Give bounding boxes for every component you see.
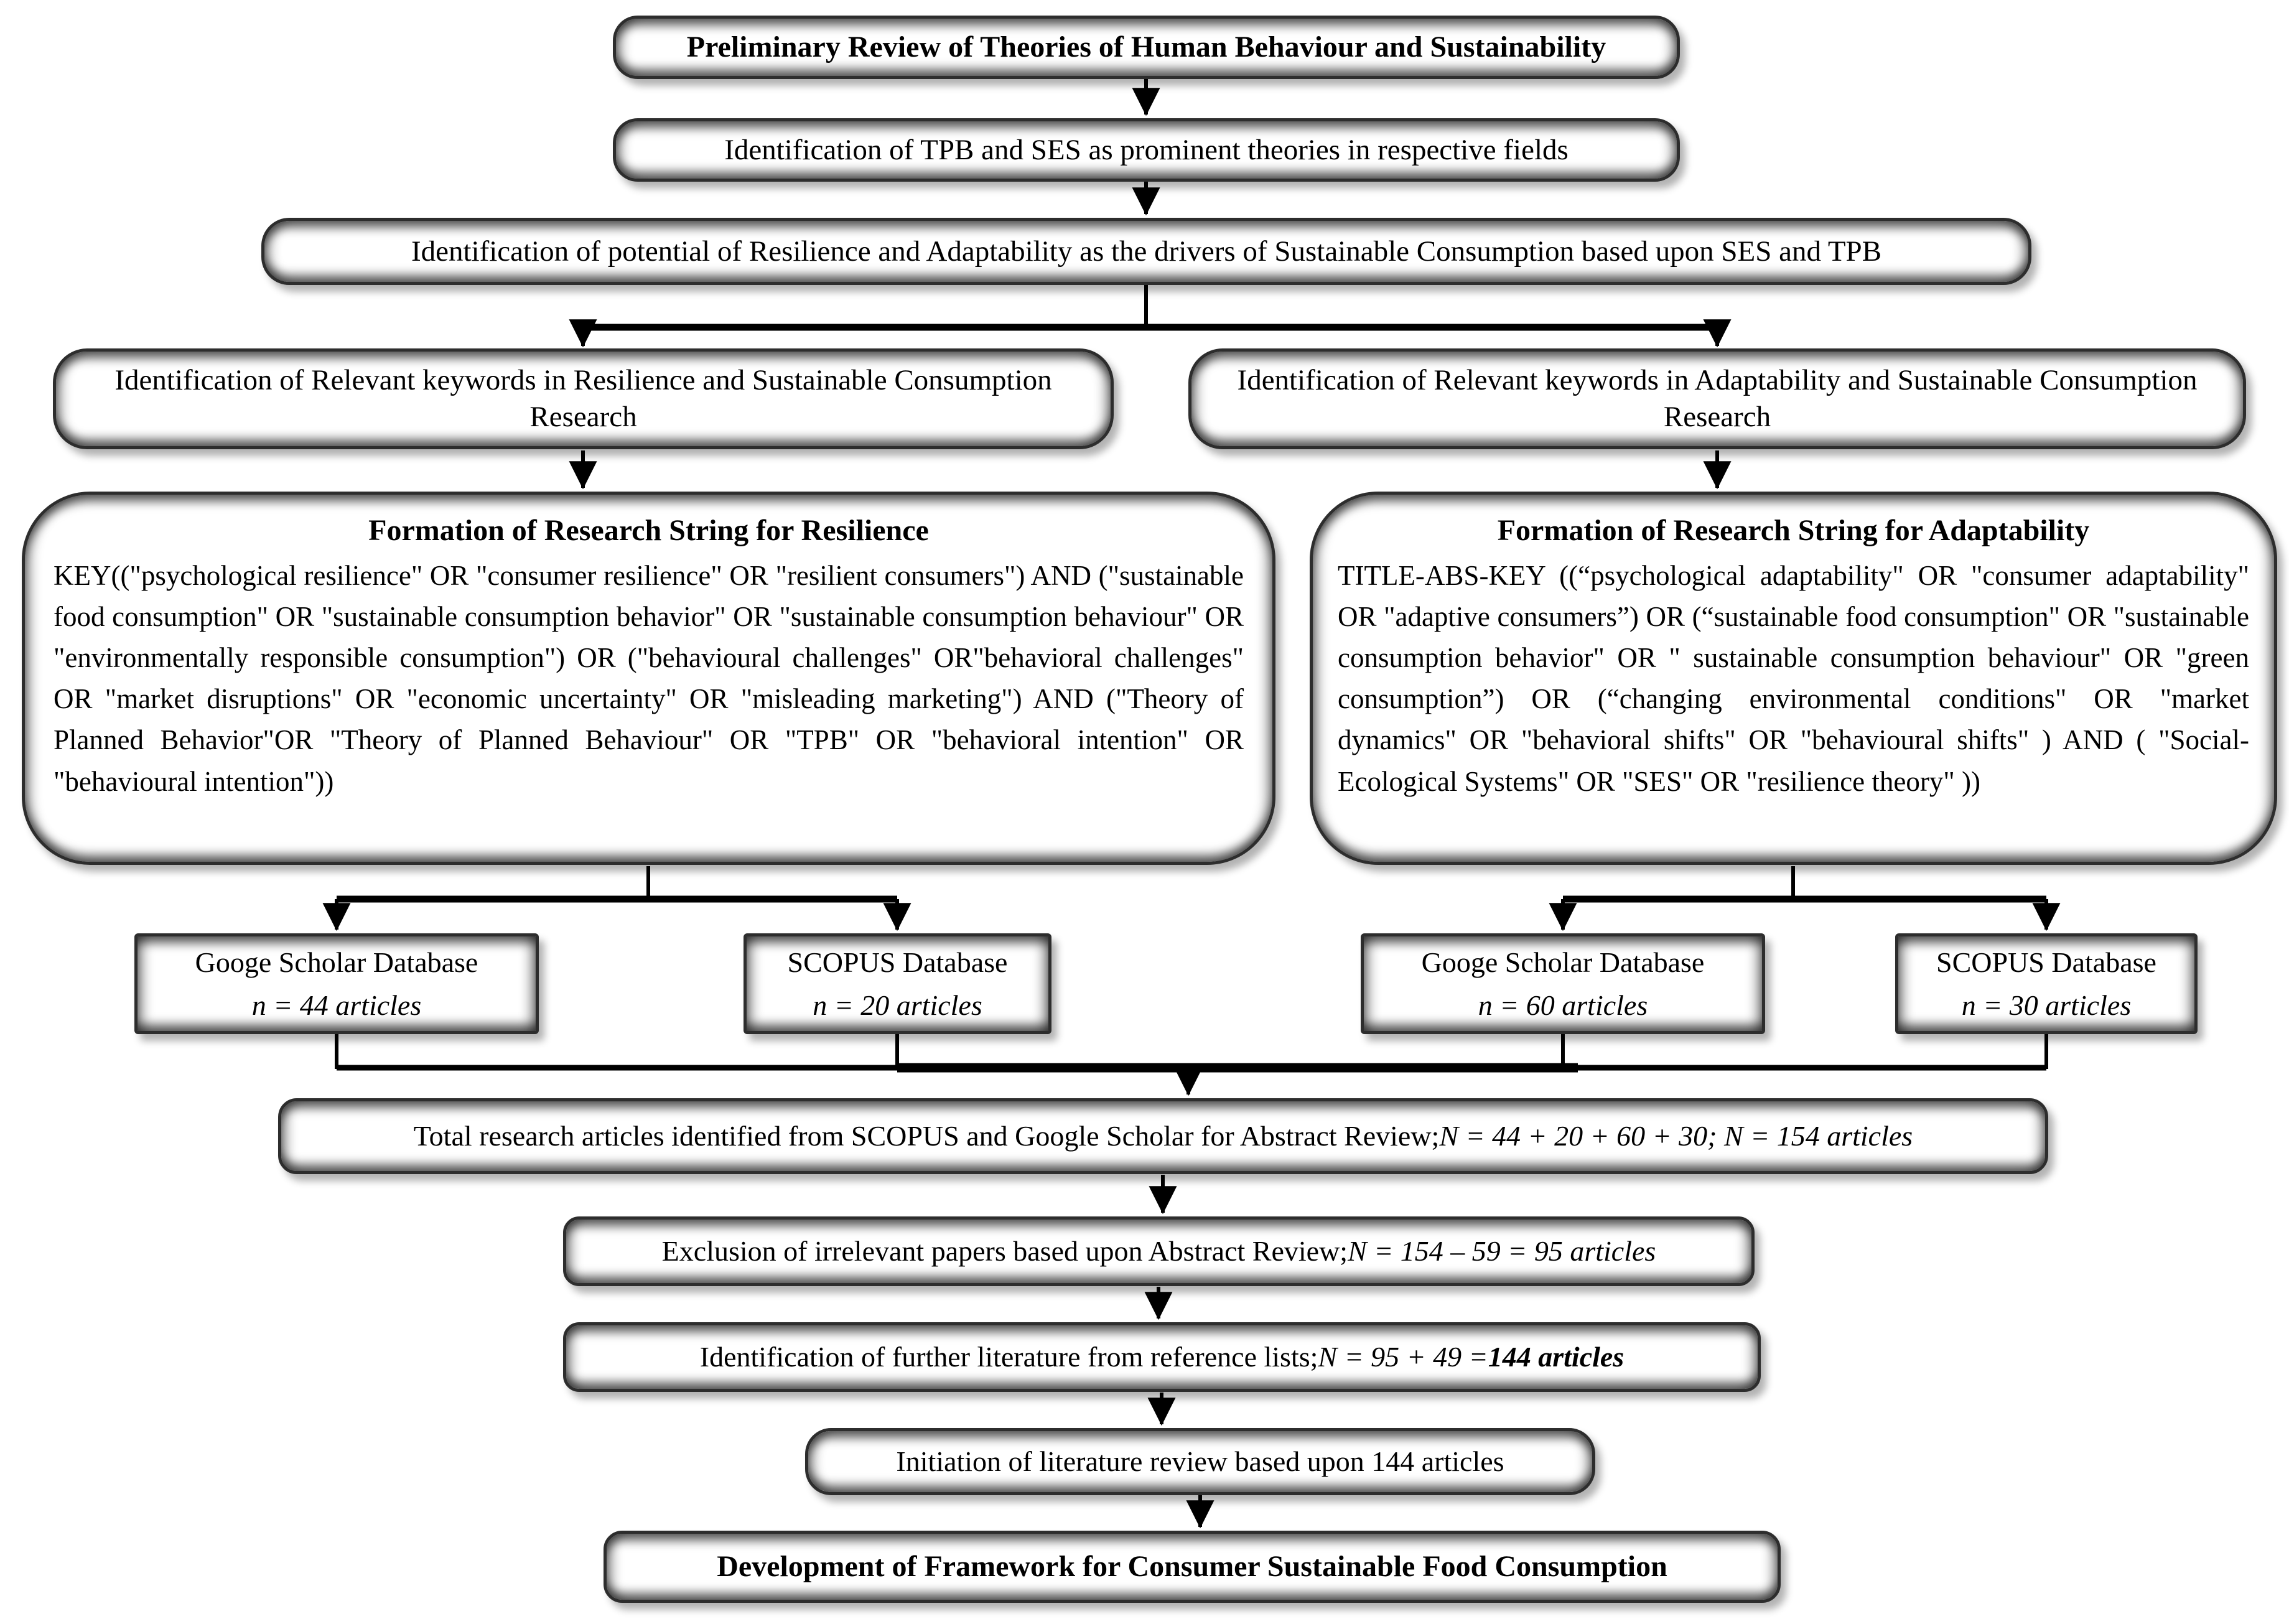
node-text: Identification of further literature fro… <box>699 1341 1318 1373</box>
database-name: SCOPUS Database <box>1936 946 2156 978</box>
node-keywords-resilience: Identification of Relevant keywords in R… <box>53 348 1114 449</box>
node-text: Exclusion of irrelevant papers based upo… <box>661 1235 1348 1267</box>
node-framework-development: Development of Framework for Consumer Su… <box>604 1531 1781 1603</box>
node-literature-review-initiation: Initiation of literature review based up… <box>805 1428 1595 1495</box>
node-text: Preliminary Review of Theories of Human … <box>686 30 1606 63</box>
node-title: Formation of Research String for Adaptab… <box>1497 514 2090 547</box>
node-text: Total research articles identified from … <box>413 1120 1440 1152</box>
node-resilience-adaptability-potential: Identification of potential of Resilienc… <box>261 218 2031 285</box>
node-text: Development of Framework for Consumer Su… <box>717 1550 1667 1583</box>
node-body: KEY(("psychological resilience" OR "cons… <box>54 559 1244 797</box>
node-text: Identification of Relevant keywords in A… <box>1237 364 2198 433</box>
node-abstract-exclusion: Exclusion of irrelevant papers based upo… <box>563 1216 1755 1286</box>
article-stat: N = 154 – 59 = 95 articles <box>1348 1235 1656 1267</box>
node-text: Identification of TPB and SES as promine… <box>724 133 1569 166</box>
node-text: Initiation of literature review based up… <box>896 1445 1504 1478</box>
node-research-string-adaptability: Formation of Research String for Adaptab… <box>1310 492 2277 865</box>
node-scopus-resilience: SCOPUS Database n = 20 articles <box>744 933 1051 1034</box>
node-scopus-adaptability: SCOPUS Database n = 30 articles <box>1895 933 2198 1034</box>
node-keywords-adaptability: Identification of Relevant keywords in A… <box>1188 348 2246 449</box>
node-title: Formation of Research String for Resilie… <box>368 514 929 547</box>
node-reference-list-identification: Identification of further literature fro… <box>563 1322 1761 1392</box>
node-text: Identification of Relevant keywords in R… <box>114 364 1052 433</box>
database-name: Googe Scholar Database <box>195 946 478 978</box>
article-count: n = 30 articles <box>1961 989 2132 1021</box>
node-preliminary-review: Preliminary Review of Theories of Human … <box>613 16 1680 79</box>
article-count: n = 44 articles <box>251 989 422 1021</box>
database-name: Googe Scholar Database <box>1421 946 1705 978</box>
article-stat: N = 95 + 49 = <box>1318 1341 1488 1373</box>
node-research-string-resilience: Formation of Research String for Resilie… <box>22 492 1275 865</box>
node-total-articles: Total research articles identified from … <box>278 1098 2048 1174</box>
node-body: TITLE-ABS-KEY ((“psychological adaptabil… <box>1338 559 2249 797</box>
node-google-scholar-adaptability: Googe Scholar Database n = 60 articles <box>1361 933 1765 1034</box>
article-count: n = 60 articles <box>1478 989 1648 1021</box>
database-name: SCOPUS Database <box>787 946 1008 978</box>
node-text: Identification of potential of Resilienc… <box>411 235 1882 268</box>
article-stat: N = 44 + 20 + 60 + 30; N = 154 articles <box>1439 1120 1913 1152</box>
node-google-scholar-resilience: Googe Scholar Database n = 44 articles <box>134 933 539 1034</box>
node-tpb-ses-identification: Identification of TPB and SES as promine… <box>613 118 1680 182</box>
article-count: n = 20 articles <box>813 989 982 1021</box>
article-stat-bold: 144 articles <box>1488 1341 1625 1373</box>
